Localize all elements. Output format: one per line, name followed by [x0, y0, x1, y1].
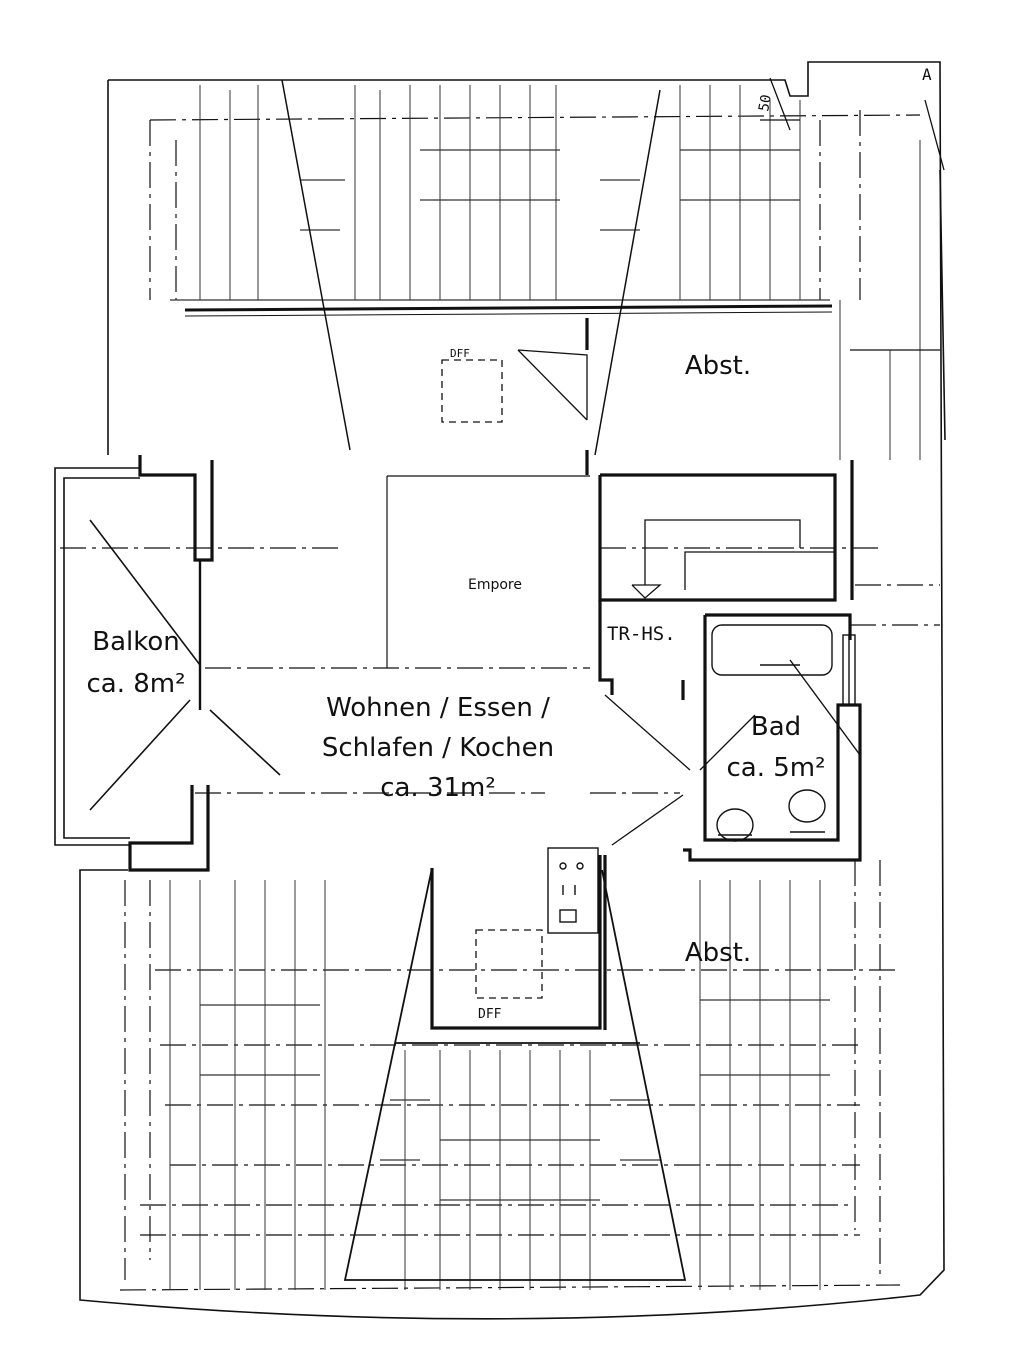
- dff-bottom-label: DFF: [478, 1007, 502, 1022]
- empore-label: Empore: [468, 577, 522, 593]
- walls: [128, 318, 862, 1030]
- balkon-label: Balkon: [92, 627, 180, 657]
- dormer-bottom: [343, 867, 687, 1281]
- skylight-top: [441, 359, 503, 423]
- kitchen-counter: [547, 847, 599, 934]
- bad-label: Bad: [751, 712, 801, 742]
- bathtub: [711, 624, 861, 756]
- skylight-bottom: [475, 929, 543, 999]
- stair-label: TR-HS.: [607, 623, 676, 645]
- wohnen-label-line2: Schlafen / Kochen: [322, 733, 554, 763]
- balcony-outline: [54, 467, 281, 846]
- wohnen-label-line1: Wohnen / Essen /: [326, 693, 550, 723]
- dff-top-label: DFF: [450, 347, 470, 360]
- stair: [517, 349, 835, 846]
- bath-window: [842, 634, 856, 706]
- toilet: [716, 789, 826, 842]
- rafter-lines-bottom: [169, 880, 821, 1290]
- dimension-label: 50: [756, 93, 775, 112]
- abst-top-label: Abst.: [685, 351, 751, 381]
- section-marker-label: A: [922, 65, 932, 84]
- balkon-area-label: ca. 8m²: [86, 669, 185, 699]
- tile-marks: [170, 149, 830, 1201]
- bad-area-label: ca. 5m²: [726, 753, 825, 783]
- roof-outline: [79, 61, 946, 1320]
- ridge-beam: [184, 304, 833, 317]
- abst-bottom-label: Abst.: [685, 938, 751, 968]
- dormer-top: [281, 79, 661, 456]
- empore-outline: [386, 475, 590, 668]
- dimension-mark: [760, 77, 945, 351]
- wohnen-area-label: ca. 31m²: [380, 773, 496, 803]
